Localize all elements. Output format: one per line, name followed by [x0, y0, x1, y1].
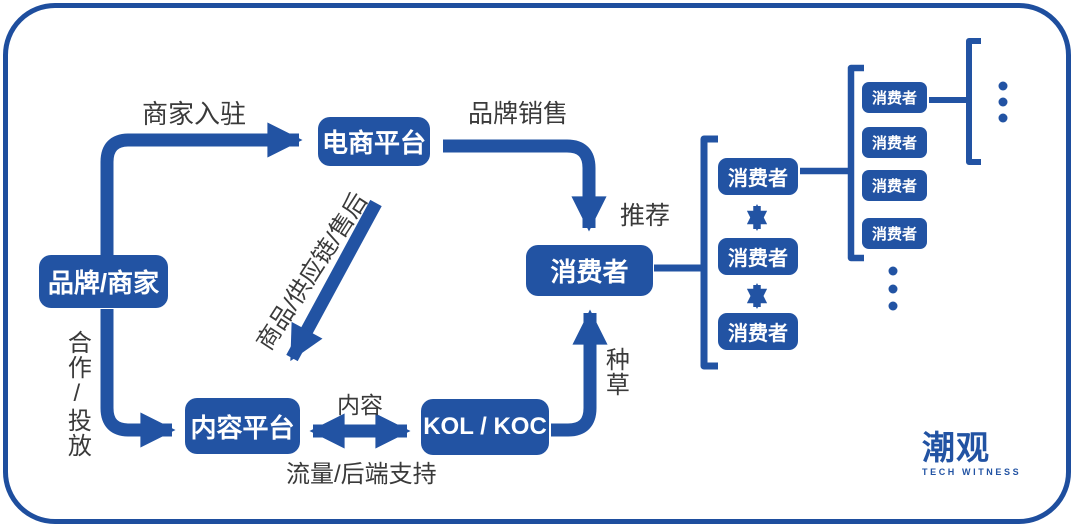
node-ecommerce-platform: 电商平台 — [318, 117, 430, 166]
node-consumer-l1-3: 消费者 — [718, 313, 798, 350]
label-content: 内容 — [337, 392, 383, 418]
node-consumer-l1-2: 消费者 — [718, 238, 798, 275]
logo: 潮观 TECH WITNESS — [922, 431, 1021, 477]
logo-tagline: TECH WITNESS — [922, 467, 1022, 477]
node-brand-merchant: 品牌/商家 — [39, 255, 168, 308]
arrow-brand-to-ecommerce — [100, 122, 303, 256]
node-consumer-l2-2: 消费者 — [862, 127, 927, 158]
bracket-level2 — [847, 64, 864, 262]
node-content-platform: 内容平台 — [185, 398, 300, 454]
arrow-ecommerce-to-content-diagonal — [286, 199, 382, 362]
arrow-brand-to-content — [100, 309, 176, 448]
arrow-kol-to-consumer — [551, 309, 608, 437]
label-brand-sales: 品牌销售 — [468, 100, 569, 128]
bracket-level1 — [700, 135, 718, 370]
node-kol-koc: KOL / KOC — [421, 399, 549, 455]
bracket-level3 — [966, 38, 981, 165]
label-seeding: 种草 — [601, 347, 629, 397]
ellipsis-level2 — [888, 266, 898, 311]
node-consumer-l2-1: 消费者 — [862, 82, 927, 113]
arrow-ecommerce-to-consumer — [443, 139, 607, 232]
label-cooperation-placement: 合作/投放 — [63, 330, 91, 458]
node-consumer-l2-4: 消费者 — [862, 218, 927, 249]
label-merchant-onboarding: 商家入驻 — [142, 99, 247, 129]
logo-wordmark: 潮观 — [922, 429, 990, 466]
rounded-border-frame — [3, 3, 1071, 524]
node-consumer-main: 消费者 — [526, 245, 653, 296]
label-traffic-backend-support: 流量/后端支持 — [286, 461, 437, 488]
label-recommend: 推荐 — [620, 202, 671, 230]
ellipsis-level3 — [998, 81, 1008, 123]
node-consumer-l1-1: 消费者 — [718, 158, 798, 195]
node-consumer-l2-3: 消费者 — [862, 170, 927, 201]
